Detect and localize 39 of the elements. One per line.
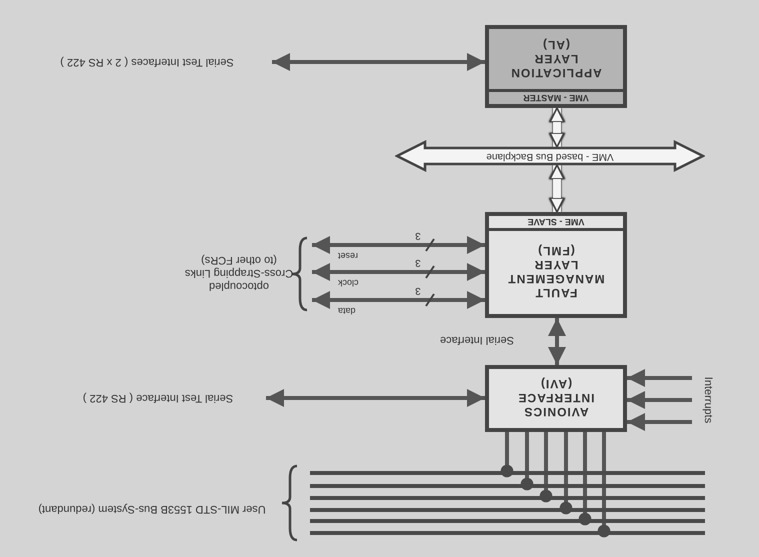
edge-label: clock (338, 277, 359, 288)
bus-drop-line (578, 432, 592, 526)
bus-width-number: 3 (414, 284, 422, 297)
edge-label: reset (338, 250, 358, 261)
bus-drop-line (520, 432, 534, 490)
interface-label: Serial Test Interface ( RS 422 ) (50, 390, 266, 406)
arrow (266, 389, 485, 407)
edge-label: Serial Interface (440, 334, 514, 345)
arrow (312, 291, 485, 309)
arrow (627, 369, 692, 387)
arrow (548, 318, 566, 365)
process-box (485, 365, 627, 432)
arrow (549, 164, 565, 213)
signal-label: Interrupts (701, 376, 714, 426)
arrow (272, 53, 485, 71)
bus-width-number: 3 (414, 256, 422, 269)
bus-width-number: 3 (414, 229, 422, 242)
bus-backplane-arrow (395, 140, 705, 172)
bus-label: User MIL-STD 1553B Bus-System (redundant) (37, 502, 267, 515)
edge-label: data (338, 305, 356, 316)
bus-drop-line (540, 432, 552, 502)
interface-label: optocoupled Cross-Strapping Links (to other FCRs) (166, 240, 312, 306)
interface-label: VME - SLAVE (528, 217, 584, 227)
arrow (627, 413, 692, 431)
interface-label: Serial Test Interfaces ( 2 x RS 422 ) (22, 54, 272, 70)
bus-drop-line (560, 432, 572, 514)
arrow (312, 236, 485, 254)
bus-drop-line (500, 432, 514, 478)
interface-label: VME - MASTER (523, 93, 589, 103)
arrow (312, 263, 485, 281)
block-title: AVIONICS INTERFACE (AVI) (516, 378, 596, 420)
process-box (485, 25, 627, 108)
process-box (485, 212, 627, 318)
bus-drop-line (598, 432, 610, 538)
arrow (549, 107, 565, 148)
arrow (627, 391, 692, 409)
block-title: FAULT MANAGEMENT LAYER (FML) (506, 244, 606, 300)
block-title: APPLICATION LAYER (AL) (509, 38, 603, 80)
bus-label: VME - based Bus Backplane (486, 151, 614, 162)
